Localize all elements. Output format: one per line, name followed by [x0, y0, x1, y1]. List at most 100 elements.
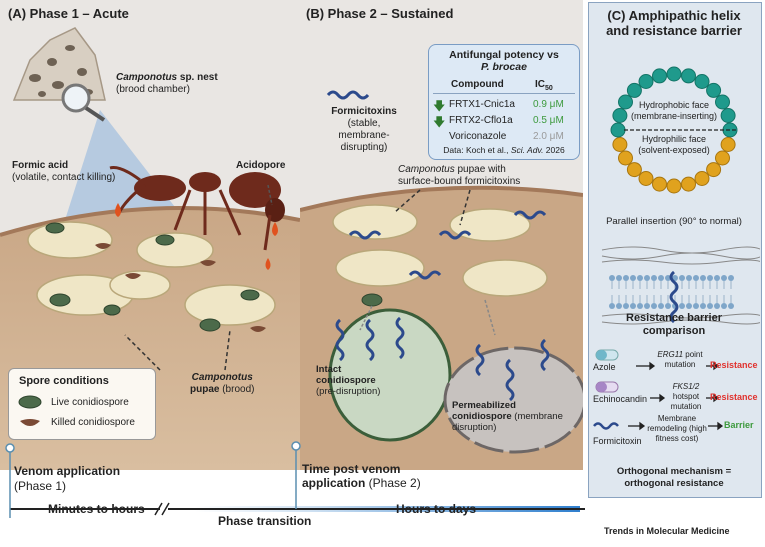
row-echino-drug: Echinocandin — [593, 394, 648, 404]
lipid-head — [686, 303, 692, 309]
hydrophobic-residue — [612, 108, 628, 123]
hydrophilic-line2: (solvent-exposed) — [638, 145, 710, 155]
panel-c-title-line1: (C) Amphipathic helix — [607, 8, 741, 23]
formicitoxin-helix-icon — [593, 422, 619, 430]
hydrophilic-residue — [638, 171, 654, 186]
hydrophilic-residue — [618, 150, 633, 166]
perm-sub2: disruption) — [452, 422, 497, 433]
nest-label-species: Camponotus — [116, 72, 178, 83]
pupae-label-word: pupae — [190, 384, 220, 395]
conclusion-line2: orthogonal resistance — [624, 478, 724, 489]
col-compound: Compound — [451, 79, 504, 90]
small-spore — [361, 293, 383, 307]
hydrophobic-residue — [638, 74, 654, 89]
row3-name: Voriconazole — [449, 131, 507, 142]
nest-label-rest: sp. nest — [177, 72, 218, 83]
hydrophobic-residue — [694, 74, 710, 89]
nest-illustration — [12, 27, 106, 101]
spore-legend-title: Spore conditions — [19, 375, 109, 387]
pupae-label-sub: (brood) — [219, 384, 255, 395]
formic-acid-sub: (volatile, contact killing) — [12, 172, 116, 183]
lipid-head — [665, 275, 671, 281]
lipid-head — [651, 303, 657, 309]
row2-value: 0.5 μM — [533, 115, 564, 126]
hydrophilic-residue — [694, 171, 710, 186]
perm-title2: conidiospore — [452, 411, 512, 422]
row-azole-gene: ERG11 — [657, 350, 684, 359]
lipid-head — [700, 303, 706, 309]
hydrophobic-residue — [618, 94, 633, 110]
nest-label-sub: (brood chamber) — [116, 84, 190, 95]
lipid-head — [658, 303, 664, 309]
lipid-head — [651, 275, 657, 281]
time-post-sub: (Phase 2) — [365, 476, 421, 490]
acid-drops — [115, 203, 278, 270]
hydrophobic-residue — [681, 68, 696, 84]
row-formicitoxin-mech1: Membrane — [657, 414, 697, 423]
journal-credit: Trends in Molecular Medicine — [604, 526, 730, 536]
formic-acid-title: Formic acid — [12, 160, 69, 171]
panel-b-title: (B) Phase 2 – Sustained — [306, 6, 454, 21]
hydrophilic-line1: Hydrophilic face — [641, 134, 707, 144]
row-azole-outcome: Resistance — [710, 360, 758, 370]
acidopore-label: Acidopore — [236, 160, 286, 171]
row1-value: 0.9 μM — [533, 99, 564, 110]
pupae-note-rest: pupae with — [454, 164, 506, 175]
row-echino-mech2: mutation — [670, 402, 702, 411]
potency-title: Antifungal potency vs P. brocae — [429, 49, 579, 73]
lipid-head — [665, 303, 671, 309]
potency-title-line1: Antifungal potency vs — [449, 49, 559, 61]
pupae-note-species: Camponotus — [398, 164, 455, 175]
live-spores — [45, 222, 260, 332]
lipid-head — [721, 275, 727, 281]
formic-acid-label: Formic acid (volatile, contact killing) — [12, 160, 115, 184]
potency-source: Data: Koch et al., Sci. Adv. 2026 — [429, 145, 579, 155]
hydrophilic-residue — [626, 162, 642, 178]
hydrophilic-residue — [706, 162, 722, 178]
lipid-head — [700, 275, 706, 281]
pupae-arrow-1 — [124, 334, 161, 371]
lipid-head — [630, 275, 636, 281]
spore-legend: Spore conditions Live conidiospore Kille… — [8, 368, 156, 440]
row-formicitoxin-mech: Membrane remodeling (high fitness cost) — [646, 414, 708, 444]
pupae-label-species: Camponotus — [191, 372, 253, 383]
helix-wheel-art — [601, 66, 760, 325]
hydrophilic-residue — [652, 176, 667, 192]
panel-c — [588, 2, 762, 498]
minutes-label: Minutes to hours — [48, 502, 145, 516]
formicitoxins-label: Formicitoxins (stable, membrane-disrupti… — [316, 106, 412, 154]
lipid-head — [693, 275, 699, 281]
magnifier-icon — [61, 83, 106, 122]
lipid-head — [609, 303, 615, 309]
row-formicitoxin-drug: Formicitoxin — [593, 436, 642, 446]
lipid-head — [644, 303, 650, 309]
lipid-head — [630, 303, 636, 309]
lipid-head — [707, 275, 713, 281]
col-ic-sub: 50 — [545, 85, 553, 92]
formicitoxins-title: Formicitoxins — [331, 106, 397, 117]
col-ic50: IC50 — [535, 79, 553, 92]
perm-sub: (membrane — [511, 411, 563, 422]
inserted-helix — [669, 270, 679, 324]
perm-label: Permeabilized conidiospore (membrane dis… — [452, 400, 563, 433]
row-azole-mech: ERG11 point mutation — [656, 350, 704, 370]
pupae-note: Camponotus pupae with surface-bound form… — [398, 164, 520, 188]
col-ic: IC — [535, 79, 545, 90]
legend-killed-label: Killed conidiospore — [51, 417, 135, 428]
row-azole-mech1: point — [683, 350, 703, 359]
row-formicitoxin-outcome: Barrier — [724, 420, 754, 430]
hydrophobic-label: Hydrophobic face (membrane-inserting) — [592, 100, 756, 122]
time-post-label: Time post venom application (Phase 2) — [302, 462, 421, 490]
phase-transition-label: Phase transition — [218, 514, 312, 528]
row-azole-mech2: mutation — [664, 360, 696, 369]
lipid-head — [616, 303, 622, 309]
lipid-head — [609, 275, 615, 281]
lipid-head — [728, 303, 734, 309]
echinocandin-capsule-icon — [595, 381, 619, 393]
row-formicitoxin-mech2: remodeling (high — [647, 424, 707, 433]
azole-capsule-icon — [595, 349, 619, 361]
time-post-title2: application — [302, 476, 366, 490]
hydrophobic-residue — [720, 108, 736, 123]
row-echino-mech: FKS1/2 hotspot mutation — [664, 382, 708, 412]
hydrophobic-line1: Hydrophobic face — [638, 100, 710, 110]
